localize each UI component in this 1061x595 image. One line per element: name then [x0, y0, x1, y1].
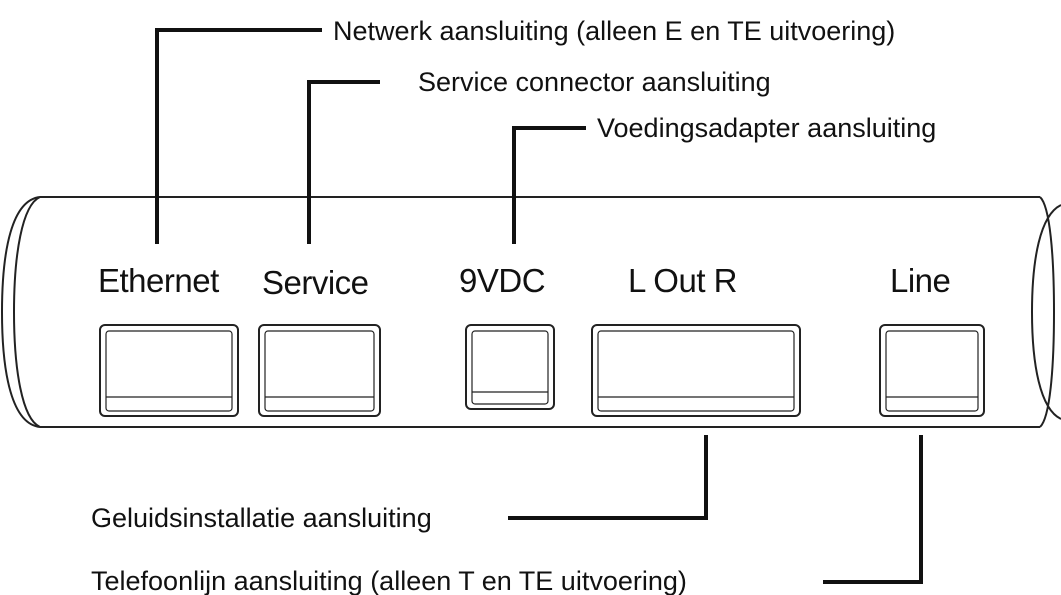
port-label-service: Service: [262, 264, 369, 301]
phone-callout-text: Telefoonlijn aansluiting (alleen T en TE…: [91, 566, 687, 595]
network-leader-line: [155, 28, 322, 244]
power-port: [465, 324, 555, 410]
port-label-line: Line: [890, 262, 950, 299]
audio-out-port: [591, 324, 801, 417]
port-label-ethernet: Ethernet: [98, 262, 219, 299]
service-callout-text: Service connector aansluiting: [418, 67, 771, 97]
service-port: [258, 324, 381, 417]
ethernet-port: [99, 324, 239, 417]
network-callout-text: Netwerk aansluiting (alleen E en TE uitv…: [333, 16, 895, 46]
audio-leader-line: [508, 435, 708, 520]
port-label-power: 9VDC: [459, 262, 545, 299]
phone-leader-line: [823, 435, 923, 584]
phone-line-port: [879, 324, 985, 417]
service-leader-line: [307, 80, 380, 244]
power-callout-text: Voedingsadapter aansluiting: [597, 113, 936, 143]
device-housing: [0, 196, 1061, 428]
power-leader-line: [512, 126, 586, 244]
port-label-audio: L Out R: [628, 262, 737, 299]
audio-callout-text: Geluidsinstallatie aansluiting: [91, 503, 432, 533]
